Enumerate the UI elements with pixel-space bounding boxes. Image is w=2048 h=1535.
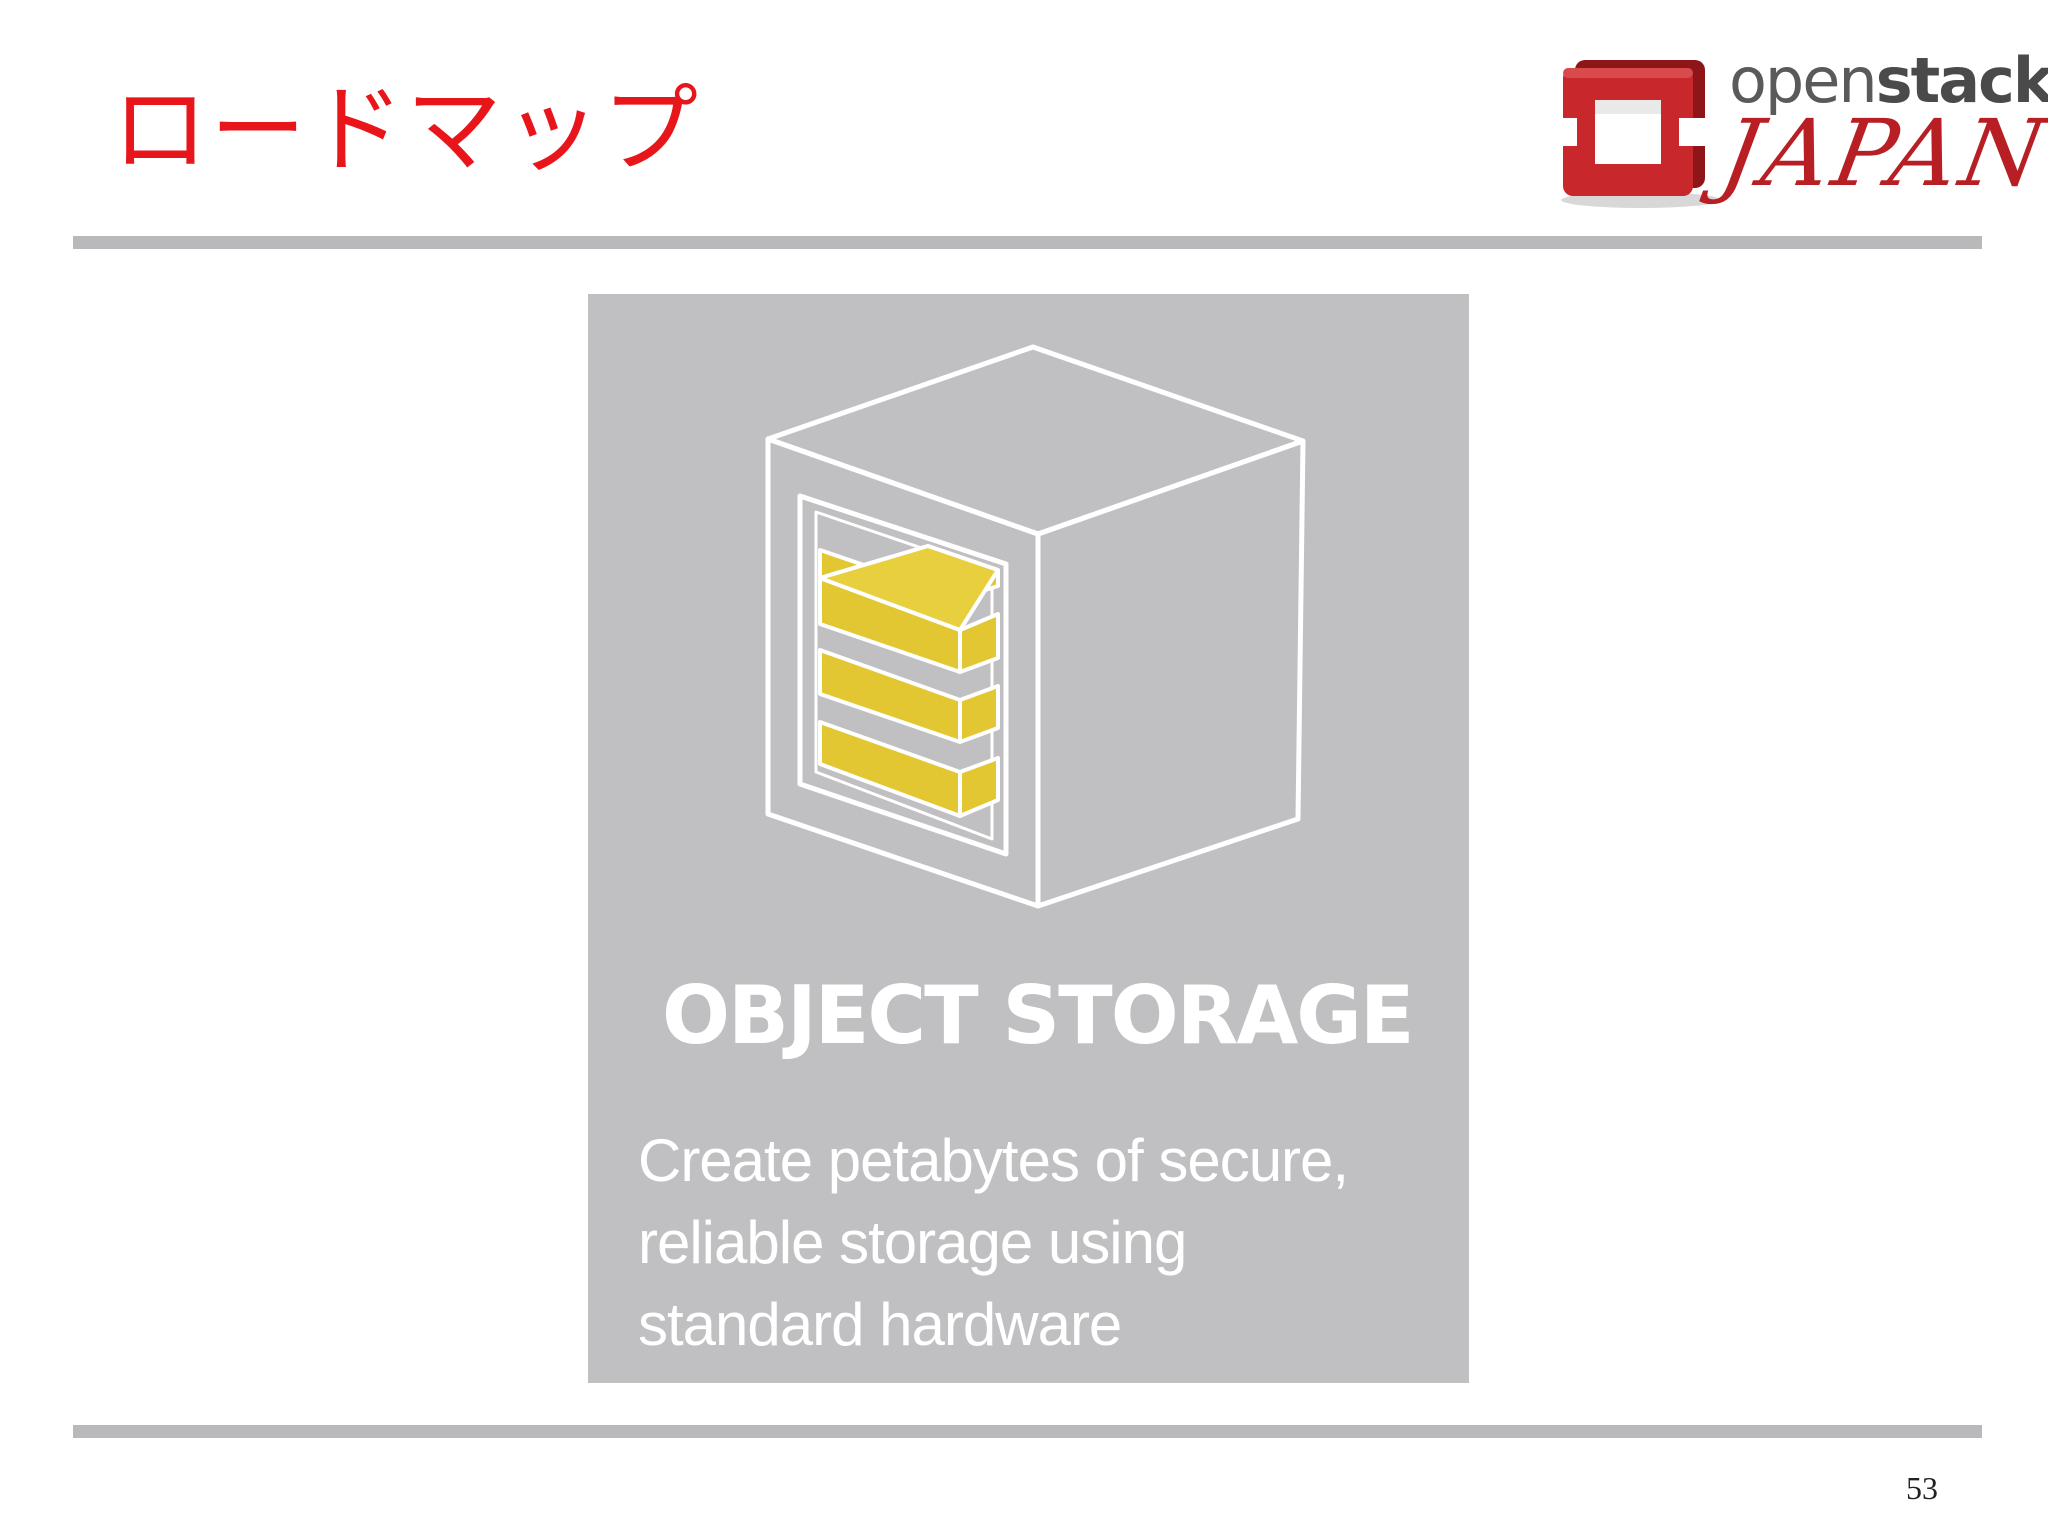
card-description-line: reliable storage using <box>638 1209 1187 1276</box>
card-description-line: standard hardware <box>638 1291 1122 1358</box>
object-storage-card: OBJECT STORAGE Create petabytes of secur… <box>588 294 1469 1383</box>
top-divider <box>73 236 1982 249</box>
card-description: Create petabytes of secure, reliable sto… <box>638 1120 1458 1366</box>
openstack-japan-logo: openstack™ JAPAN <box>1553 50 2048 210</box>
card-heading: OBJECT STORAGE <box>662 969 1415 1062</box>
logo-region-japan: JAPAN <box>1713 100 2048 207</box>
logo-word-stack: stack <box>1875 44 2048 117</box>
openstack-logo-icon <box>1553 60 1721 208</box>
slide-title: ロードマップ <box>112 74 700 186</box>
drive-stack <box>818 544 1000 818</box>
logo-word-open: open <box>1729 44 1878 117</box>
storage-cube-icon <box>765 344 1306 909</box>
bottom-divider <box>73 1425 1982 1438</box>
page-number: 53 <box>1906 1470 1938 1506</box>
card-description-line: Create petabytes of secure, <box>638 1127 1349 1194</box>
